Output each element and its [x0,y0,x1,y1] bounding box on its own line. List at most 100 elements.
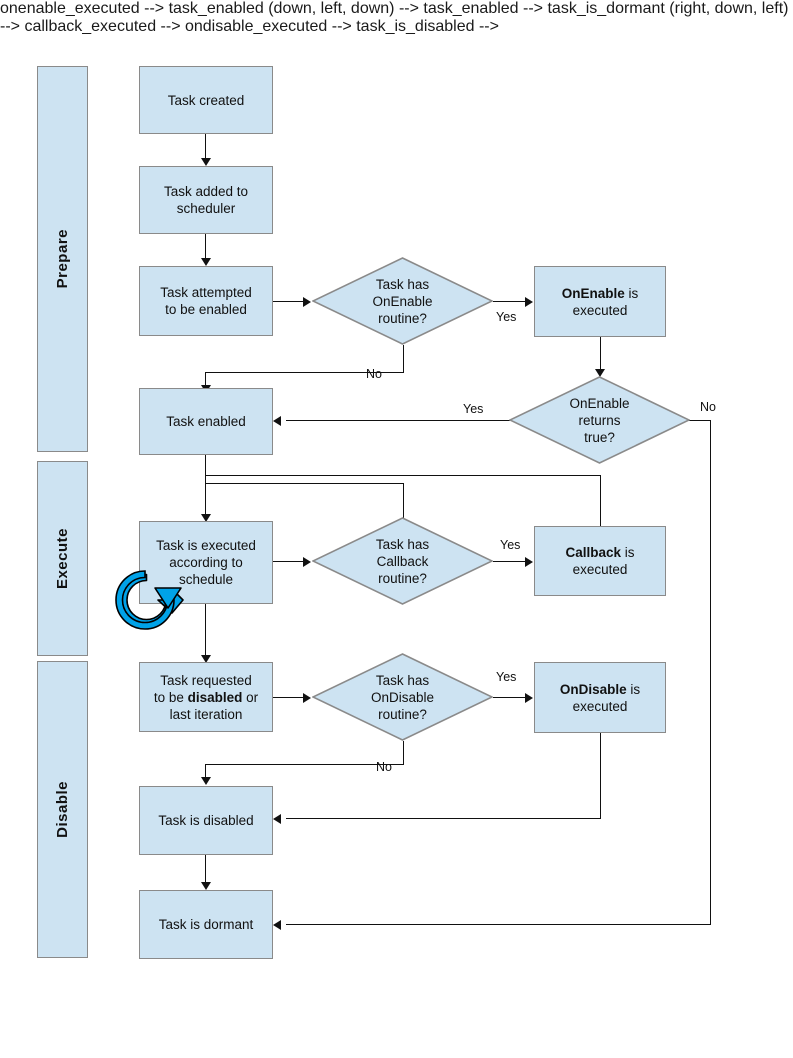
node-task-requested-line3: last iteration [169,706,243,722]
node-task-attempted-to-be-enabled[interactable]: Task attempted to be enabled [139,266,273,336]
node-task-attempted-line1: Task attempted [160,285,252,300]
node-callback-executed-rest: is [621,545,635,560]
connector-created-to-added [205,134,207,160]
node-task-is-executed-line2: according to [169,555,243,570]
node-onenable-executed[interactable]: OnEnable is executed [534,266,666,337]
connector-returns-no-right [669,420,711,422]
node-callback-executed-line2: executed [572,562,628,577]
connector-added-to-attempted [205,234,207,260]
connector-enabled-to-executing [205,455,207,517]
arrowhead-returns-no [273,920,281,930]
node-task-enabled-label: Task enabled [166,414,246,429]
node-task-is-disabled[interactable]: Task is disabled [139,786,273,855]
connector-hasondisable-no-left [205,764,404,766]
connector-ondisable-left [286,818,601,820]
node-task-added-line2: scheduler [176,201,236,216]
connector-returns-no-left [286,924,711,926]
node-task-is-disabled-label: Task is disabled [158,813,254,828]
arrowhead-hasondisable-yes [525,692,533,703]
node-task-requested-line2a: to be [153,689,188,705]
swimlane-band-prepare: Prepare [37,66,88,452]
connector-executing-to-hascallback [273,560,305,562]
edge-label-returns-yes: Yes [463,402,484,416]
connector-hasondisable-no-down [402,741,404,765]
node-decision-has-ondisable[interactable]: Task has OnDisable routine? [312,653,493,741]
connector-hascallback-no-up [402,483,404,521]
connector-returns-yes [286,420,530,422]
node-decision-has-callback[interactable]: Task has Callback routine? [312,517,493,605]
arrowhead-created-to-added [200,158,211,166]
diamond-shape-icon [312,257,493,345]
arrowhead-requested-to-hasondisable [303,692,311,703]
connector-callback-box-feedback-up [599,475,601,527]
connector-hasonenable-yes [493,300,527,302]
swimlane-band-execute: Execute [37,461,88,656]
swimlane-label-disable: Disable [54,781,71,838]
arrowhead-hascallback-yes [525,556,533,567]
connector-onenable-to-returns [599,337,601,371]
arrowhead-enabled-to-executing [200,514,211,522]
arrowhead-added-to-attempted [200,258,211,266]
node-decision-has-onenable[interactable]: Task has OnEnable routine? [312,257,493,345]
swimlane-label-execute: Execute [54,527,71,590]
node-ondisable-executed-rest: is [626,681,641,697]
node-task-is-dormant[interactable]: Task is dormant [139,890,273,959]
arrowhead-hasondisable-no [200,777,211,785]
connector-attempted-to-hasonenable [273,300,305,302]
arrowhead-onenable-to-returns [595,369,606,377]
node-onenable-executed-line2: executed [572,302,628,318]
swimlane-band-disable: Disable [37,661,88,958]
connector-disabled-to-dormant [205,855,207,883]
node-callback-executed[interactable]: Callback is executed [534,526,666,596]
connector-ondisable-down [599,733,601,819]
edge-label-onenable-no: No [366,367,382,381]
swimlane-label-prepare: Prepare [54,229,71,289]
node-onenable-executed-rest: is [624,285,639,301]
connector-hasondisable-yes [493,696,527,698]
connector-hasonenable-no-to-enabled [205,372,207,388]
edge-label-ondisable-yes: Yes [496,670,517,684]
node-task-added-line1: Task added to [163,184,249,199]
arrowhead-executing-to-hascallback [303,556,311,567]
connector-returns-no-down [709,420,711,925]
arrowhead-attempted-to-hasonenable [303,296,311,307]
diamond-shape-icon [312,653,493,741]
edge-label-callback-yes: Yes [500,538,521,552]
arrowhead-ondisable-to-disabled [273,814,281,824]
node-task-created[interactable]: Task created [139,66,273,134]
node-task-is-dormant-label: Task is dormant [158,917,254,932]
connector-executing-to-requested [205,604,207,656]
node-task-requested-line1: Task requested [160,672,252,688]
arrowhead-returns-yes [273,416,281,426]
node-ondisable-executed[interactable]: OnDisable is executed [534,662,666,733]
connector-hascallback-no-left [205,483,404,485]
edge-label-onenable-yes: Yes [496,310,517,324]
node-ondisable-executed-line2: executed [572,698,628,714]
node-task-is-executed-line1: Task is executed [156,538,256,553]
arrowhead-disabled-to-dormant [200,882,211,890]
connector-callback-box-feedback-left [205,475,601,477]
arrowhead-executing-to-requested [200,655,211,663]
node-decision-onenable-returns-true[interactable]: OnEnable returns true? [509,376,690,464]
arrowhead-hasonenable-yes [525,296,533,307]
node-task-requested-line2b: disabled [187,689,243,705]
node-task-added-to-scheduler[interactable]: Task added to scheduler [139,166,273,234]
node-task-requested-line2c: or [242,689,259,705]
node-task-created-label: Task created [167,92,245,108]
node-callback-executed-bold: Callback [565,545,622,560]
connector-hasondisable-no-to-disabled [205,764,207,780]
node-ondisable-executed-bold: OnDisable [559,681,627,697]
node-onenable-executed-bold: OnEnable [561,285,625,301]
diamond-shape-icon [509,376,690,464]
connector-hasonenable-no-left [205,372,404,374]
node-task-enabled[interactable]: Task enabled [139,388,273,455]
connector-hasonenable-no-down [402,345,404,373]
edge-label-returns-no: No [700,400,716,414]
node-task-attempted-line2: to be enabled [165,302,247,317]
edge-label-ondisable-no: No [376,760,392,774]
node-task-requested-disabled[interactable]: Task requested to be disabled or last it… [139,662,273,732]
node-task-is-executed-line3: schedule [178,572,234,587]
diamond-shape-icon [312,517,493,605]
connector-hascallback-yes [493,560,527,562]
